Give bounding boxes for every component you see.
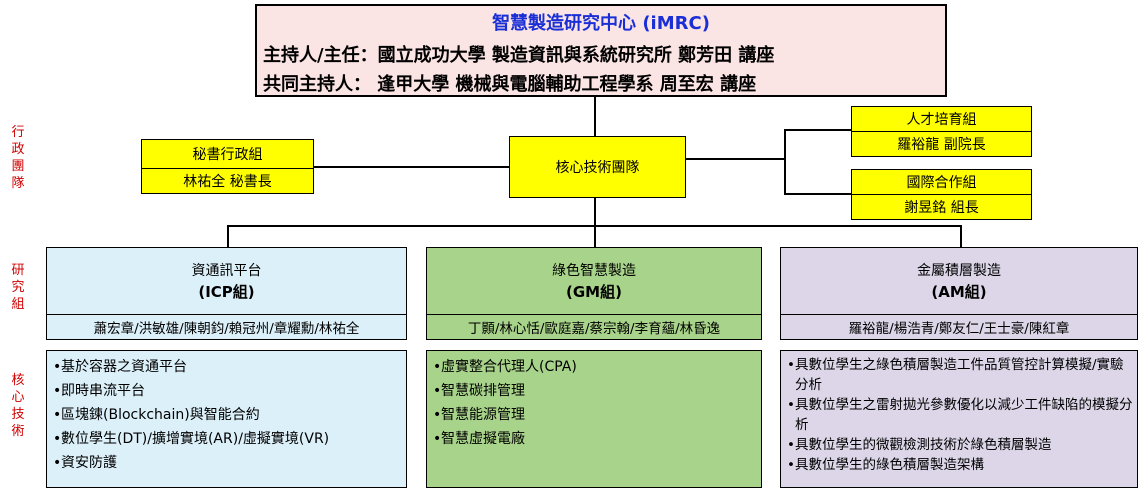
connector-line [685, 158, 785, 160]
secretariat-box: 秘書行政組 [141, 139, 314, 169]
list-item: 區塊鍊(Blockchain)與智能合約 [53, 403, 402, 427]
am-tech-box: 具數位學生之綠色積層製造工件品質管控計算模擬/實驗分析 具數位學生之雷射拋光參數… [780, 350, 1138, 488]
connector-line [960, 225, 962, 247]
am-tech-list: 具數位學生之綠色積層製造工件品質管控計算模擬/實驗分析 具數位學生之雷射拋光參數… [781, 351, 1137, 475]
center-header-box: 智慧製造研究中心 (iMRC) 主持人/主任：國立成功大學 製造資訊與系統研究所… [255, 4, 947, 97]
icp-group-abbr: (ICP組) [198, 282, 255, 301]
talent-box: 人才培育組 [851, 106, 1032, 132]
connector-line [784, 129, 852, 131]
gm-members: 丁顥/林心恬/歐庭嘉/蔡宗翰/李育蘊/林昏逸 [467, 321, 721, 337]
list-item: 虛實整合代理人(CPA) [433, 355, 757, 379]
icp-members: 蕭宏章/洪敏雄/陳朝鈞/賴冠州/章耀勳/林祐全 [93, 321, 360, 337]
list-item: 具數位學生之綠色積層製造工件品質管控計算模擬/實驗分析 [787, 355, 1133, 395]
co-director-line: 共同主持人： 逢甲大學 機械與電腦輔助工程學系 周至宏 講座 [263, 74, 757, 95]
core-team-box: 核心技術團隊 [509, 136, 686, 198]
connector-line [594, 225, 596, 247]
connector-line [227, 225, 229, 247]
connector-line [784, 129, 786, 194]
list-item: 具數位學生的綠色積層製造架構 [787, 455, 1133, 475]
talent-name: 人才培育組 [906, 112, 977, 128]
secretariat-name: 秘書行政組 [192, 147, 263, 163]
am-group-name: 金屬積層製造 [917, 262, 1001, 279]
gm-members-box: 丁顥/林心恬/歐庭嘉/蔡宗翰/李育蘊/林昏逸 [426, 314, 762, 340]
am-members-box: 羅裕龍/楊浩青/鄭友仁/王士豪/陳紅章 [780, 314, 1138, 340]
gm-group-header: 綠色智慧製造 (GM組) [426, 247, 762, 315]
list-item: 資安防護 [53, 451, 402, 475]
gm-group-abbr: (GM組) [566, 282, 622, 301]
icp-tech-box: 基於容器之資通平台 即時串流平台 區塊鍊(Blockchain)與智能合約 數位… [46, 350, 407, 488]
talent-head-box: 羅裕龍 副院長 [851, 131, 1032, 157]
icp-group-name: 資通訊平台 [191, 262, 262, 279]
connector-line [784, 193, 852, 195]
icp-tech-list: 基於容器之資通平台 即時串流平台 區塊鍊(Blockchain)與智能合約 數位… [47, 351, 406, 475]
list-item: 數位學生(DT)/擴增實境(AR)/虛擬實境(VR) [53, 427, 402, 451]
list-item: 智慧虛擬電廠 [433, 427, 757, 451]
talent-head: 羅裕龍 副院長 [897, 137, 986, 153]
director-line: 主持人/主任：國立成功大學 製造資訊與系統研究所 鄭芳田 講座 [263, 45, 775, 66]
secretariat-head: 林祐全 秘書長 [183, 174, 272, 190]
side-label-core: 核 心 技 術 [11, 373, 25, 439]
gm-tech-box: 虛實整合代理人(CPA) 智慧碳排管理 智慧能源管理 智慧虛擬電廠 [426, 350, 762, 488]
list-item: 具數位學生的微觀檢測技術於綠色積層製造 [787, 435, 1133, 455]
side-label-admin: 行 政 團 隊 [11, 125, 25, 191]
connector-line [313, 166, 510, 168]
am-members: 羅裕龍/楊浩青/鄭友仁/王士豪/陳紅章 [848, 321, 1070, 337]
list-item: 基於容器之資通平台 [53, 355, 402, 379]
international-head: 謝昱銘 組長 [904, 200, 979, 216]
list-item: 即時串流平台 [53, 379, 402, 403]
list-item: 具數位學生之雷射拋光參數優化以減少工件缺陷的模擬分析 [787, 395, 1133, 435]
gm-tech-list: 虛實整合代理人(CPA) 智慧碳排管理 智慧能源管理 智慧虛擬電廠 [427, 351, 761, 451]
international-name: 國際合作組 [906, 175, 977, 191]
international-head-box: 謝昱銘 組長 [851, 194, 1032, 220]
am-group-header: 金屬積層製造 (AM組) [780, 247, 1138, 315]
secretariat-head-box: 林祐全 秘書長 [141, 168, 314, 194]
list-item: 智慧能源管理 [433, 403, 757, 427]
icp-group-header: 資通訊平台 (ICP組) [46, 247, 407, 315]
side-label-research: 研 究 組 [11, 263, 25, 312]
gm-group-name: 綠色智慧製造 [552, 262, 636, 279]
center-title: 智慧製造研究中心 (iMRC) [492, 13, 710, 34]
list-item: 智慧碳排管理 [433, 379, 757, 403]
icp-members-box: 蕭宏章/洪敏雄/陳朝鈞/賴冠州/章耀勳/林祐全 [46, 314, 407, 340]
international-box: 國際合作組 [851, 169, 1032, 195]
am-group-abbr: (AM組) [931, 282, 987, 301]
core-team-label: 核心技術團隊 [555, 160, 640, 176]
